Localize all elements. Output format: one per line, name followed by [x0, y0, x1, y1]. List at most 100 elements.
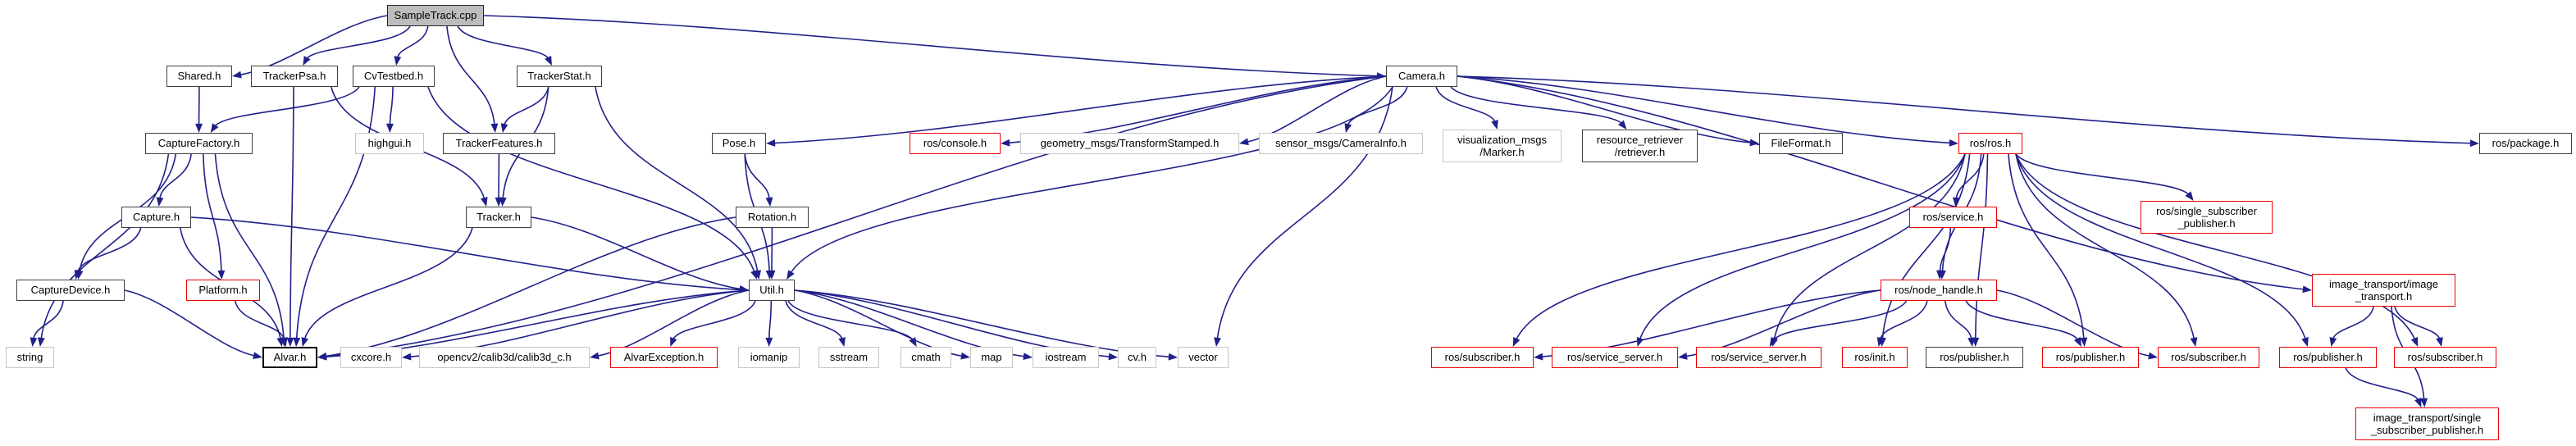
- node-image-transport-single-subscriber-publisher-h[interactable]: image_transport/single _subscriber_publi…: [2355, 407, 2499, 440]
- node-ros-subscriber-h-1[interactable]: ros/subscriber.h: [1431, 347, 1534, 368]
- include-edge: [2015, 153, 2190, 196]
- node-ros-service-server-h-1[interactable]: ros/service_server.h: [1552, 347, 1678, 368]
- include-edge-arrowhead: [960, 352, 970, 360]
- node-alvar-h[interactable]: Alvar.h: [262, 347, 317, 368]
- node-sensor-msgs-camerainfo-h: sensor_msgs/CameraInfo.h: [1259, 133, 1423, 154]
- node-ros-node-handle-h[interactable]: ros/node_handle.h: [1881, 280, 1997, 301]
- include-edge: [305, 25, 411, 60]
- node-sstream: sstream: [818, 347, 879, 368]
- include-edge-arrowhead: [210, 123, 219, 133]
- include-edge: [2008, 153, 2085, 340]
- node-ros-publisher-h-2[interactable]: ros/publisher.h: [2042, 347, 2139, 368]
- include-edge: [1939, 227, 1952, 273]
- node-ros-service-server-h-2[interactable]: ros/service_server.h: [1696, 347, 1821, 368]
- include-edge-arrowhead: [1491, 120, 1498, 130]
- node-camera-h[interactable]: Camera.h: [1386, 66, 1457, 87]
- include-edge-arrowhead: [765, 337, 773, 347]
- include-edge: [1773, 153, 1966, 340]
- include-edge-arrowhead: [1534, 353, 1543, 361]
- include-edge: [1945, 300, 1972, 340]
- include-edge-arrowhead: [394, 56, 402, 66]
- node-rotation-h[interactable]: Rotation.h: [736, 207, 809, 228]
- include-edge-arrowhead: [670, 337, 677, 347]
- include-edge: [1450, 86, 1623, 125]
- include-edge: [457, 25, 549, 60]
- node-ros-console-h[interactable]: ros/console.h: [910, 133, 1001, 154]
- node-pose-h[interactable]: Pose.h: [712, 133, 766, 154]
- include-edge: [190, 216, 742, 291]
- node-util-h[interactable]: Util.h: [749, 280, 795, 301]
- include-edge-arrowhead: [1001, 139, 1010, 147]
- node-sampletrack-cpp: SampleTrack.cpp: [387, 5, 484, 26]
- node-capturedevice-h[interactable]: CaptureDevice.h: [16, 280, 125, 301]
- node-shared-h[interactable]: Shared.h: [166, 66, 232, 87]
- node-cvtestbed-h[interactable]: CvTestbed.h: [353, 66, 435, 87]
- include-edge-arrowhead: [303, 56, 311, 66]
- include-edge-arrowhead: [1749, 139, 1759, 147]
- include-edge: [295, 86, 376, 340]
- include-edge: [1457, 75, 2473, 144]
- include-edge-arrowhead: [195, 123, 203, 133]
- include-edge-arrowhead: [30, 337, 38, 347]
- include-edge-arrowhead: [2414, 398, 2422, 407]
- include-edge-arrowhead: [2073, 337, 2081, 347]
- node-ros-ros-h[interactable]: ros/ros.h: [1958, 133, 2022, 154]
- node-string: string: [6, 347, 54, 368]
- node-platform-h[interactable]: Platform.h: [186, 280, 260, 301]
- include-edge: [396, 25, 429, 59]
- node-ros-subscriber-h-3[interactable]: ros/subscriber.h: [2394, 347, 2496, 368]
- include-edge-arrowhead: [1769, 337, 1778, 347]
- node-fileformat-h[interactable]: FileFormat.h: [1759, 133, 1843, 154]
- include-edge: [1435, 86, 1496, 123]
- include-edge: [531, 216, 742, 290]
- include-edge-arrowhead: [2410, 337, 2419, 347]
- include-edge-arrowhead: [480, 197, 488, 207]
- include-edge: [1639, 153, 1966, 340]
- node-map: map: [970, 347, 1013, 368]
- include-edge-arrowhead: [1239, 138, 1249, 146]
- include-edge: [1457, 75, 2305, 290]
- node-ros-init-h[interactable]: ros/init.h: [1842, 347, 1908, 368]
- node-trackerfeatures-h[interactable]: TrackerFeatures.h: [443, 133, 555, 154]
- node-visualization-msgs-marker-h: visualization_msgs /Marker.h: [1443, 130, 1562, 162]
- include-edge: [2394, 306, 2441, 340]
- node-ros-subscriber-h-2[interactable]: ros/subscriber.h: [2158, 347, 2259, 368]
- include-edge-arrowhead: [286, 337, 294, 347]
- include-edge-arrowhead: [1678, 352, 1688, 360]
- include-edge-arrowhead: [2185, 191, 2194, 201]
- include-edge: [446, 25, 495, 126]
- include-edge: [76, 227, 142, 273]
- include-edge-arrowhead: [253, 352, 262, 360]
- node-ros-publisher-h-3[interactable]: ros/publisher.h: [2279, 347, 2377, 368]
- node-geometry-msgs-transformstamped-h: geometry_msgs/TransformStamped.h: [1020, 133, 1239, 154]
- include-edge-arrowhead: [317, 353, 327, 361]
- node-cmath: cmath: [900, 347, 951, 368]
- include-edge-arrowhead: [2469, 139, 2479, 148]
- include-edge-arrowhead: [1936, 270, 1944, 280]
- node-capturefactory-h[interactable]: CaptureFactory.h: [145, 133, 253, 154]
- include-edge: [744, 153, 771, 200]
- include-edge-arrowhead: [1953, 197, 1960, 207]
- node-iomanip: iomanip: [738, 347, 800, 368]
- node-image-transport-image-transport-h[interactable]: image_transport/image _transport.h: [2312, 274, 2455, 307]
- node-ros-single-subscriber-publisher-h[interactable]: ros/single_subscriber _publisher.h: [2141, 201, 2273, 234]
- include-edge: [672, 300, 756, 340]
- node-ros-publisher-h-1[interactable]: ros/publisher.h: [1926, 347, 2023, 368]
- include-edge: [303, 227, 473, 340]
- node-tracker-h[interactable]: Tracker.h: [466, 207, 531, 228]
- include-edge: [324, 216, 736, 357]
- include-edge-arrowhead: [1108, 353, 1118, 361]
- include-edge-arrowhead: [786, 270, 795, 280]
- node-resource-retriever-retriever-h[interactable]: resource_retriever /retriever.h: [1582, 130, 1698, 162]
- node-ros-package-h[interactable]: ros/package.h: [2479, 133, 2572, 154]
- node-ros-service-h[interactable]: ros/service.h: [1909, 207, 1997, 228]
- include-edge: [290, 86, 294, 340]
- include-edge-arrowhead: [1214, 337, 1221, 347]
- node-alvarexception-h[interactable]: AlvarException.h: [610, 347, 718, 368]
- node-capture-h[interactable]: Capture.h: [121, 207, 191, 228]
- include-edge: [1879, 300, 1928, 340]
- include-edge-arrowhead: [1876, 337, 1885, 347]
- node-trackerpsa-h[interactable]: TrackerPsa.h: [251, 66, 338, 87]
- node-trackerstat-h[interactable]: TrackerStat.h: [517, 66, 602, 87]
- include-edge-arrowhead: [2302, 285, 2312, 294]
